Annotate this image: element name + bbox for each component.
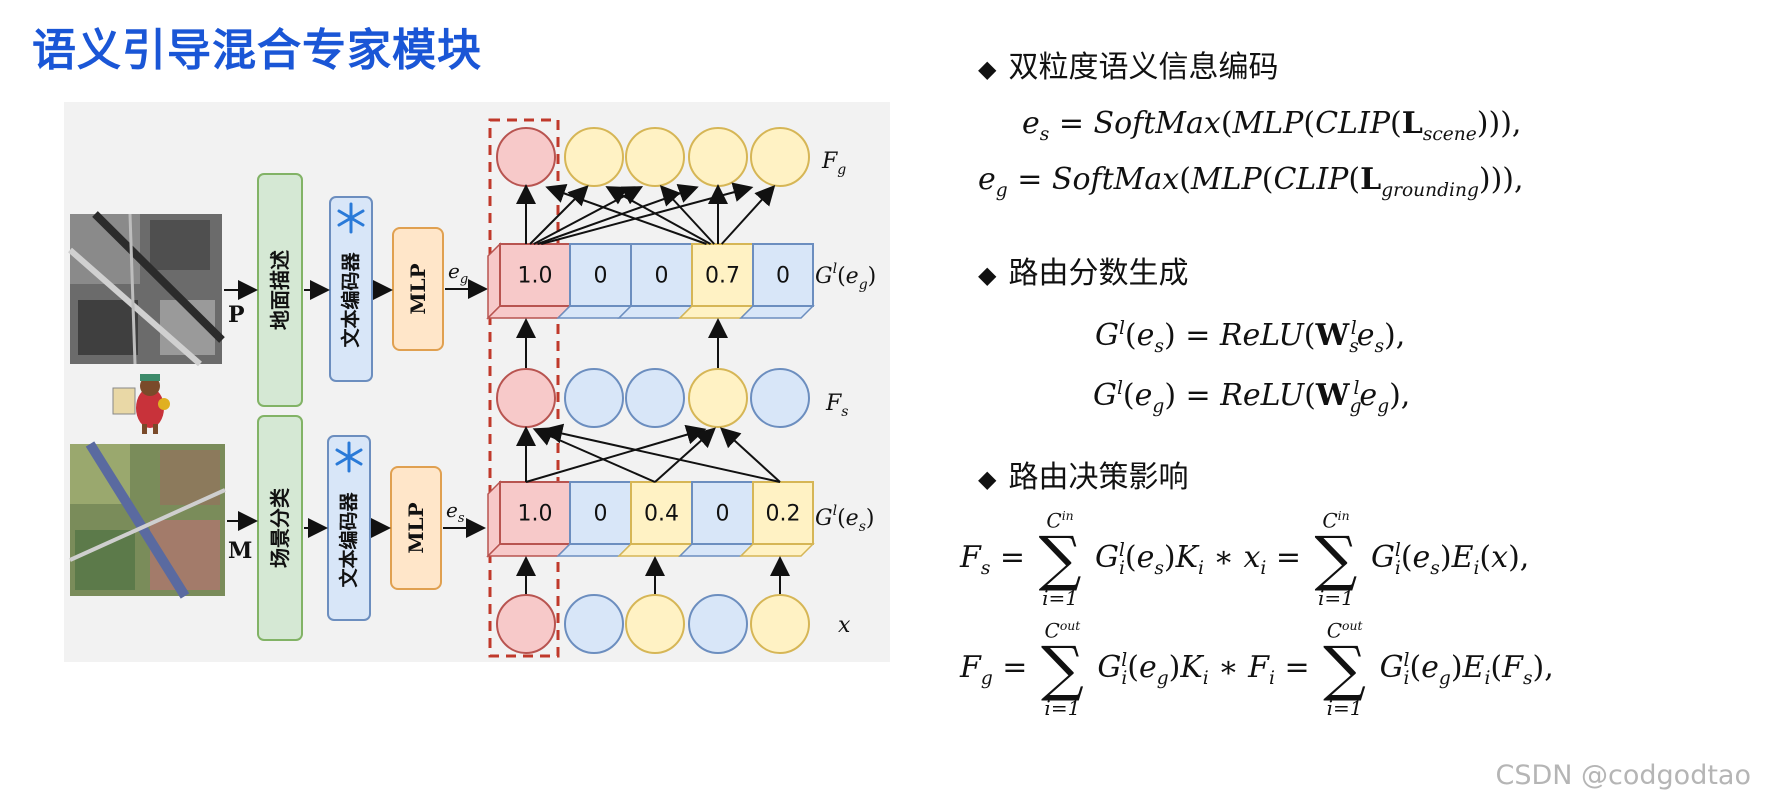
mlp-top-block (392, 227, 444, 351)
equation-es: es = SoftMax(MLP(CLIP(Lscene))), (1022, 106, 1522, 145)
text-encoder-top-label: 文本编码器 (339, 252, 362, 348)
expert-circle-x (688, 594, 748, 654)
expert-circle-fg (750, 127, 810, 187)
input-label-m: M (228, 538, 252, 564)
expert-circle-fg (688, 127, 748, 187)
expert-circle-fg (496, 127, 556, 187)
text-encoder-bottom-label: 文本编码器 (337, 492, 360, 588)
routing-arrows (516, 182, 790, 594)
equation-gs: Gl(es) = ReLU(Wsles), (1095, 318, 1406, 357)
gate-cell (569, 243, 632, 307)
routing-arrow (720, 185, 776, 245)
input-label-p: P (228, 302, 245, 328)
gate-cell-bottom-face (739, 543, 815, 557)
routing-arrow (545, 183, 707, 245)
expert-circle-fs (496, 368, 556, 428)
panchromatic-image (68, 211, 225, 367)
gate-cell-bottom-face (486, 305, 572, 319)
expert-circle-fs (625, 368, 685, 428)
gate-vector-top: 1.0 0 0 0.7 0 (486, 242, 815, 320)
gate-cell-bottom-face (486, 543, 572, 557)
expert-circle-x (496, 594, 556, 654)
expert-circle-x (625, 594, 685, 654)
section-heading-encoding: ◆双粒度语义信息编码 (978, 50, 1279, 85)
gate-cell (569, 481, 632, 545)
gate-cell-value: 0 (594, 264, 608, 289)
gate-cell-value: 0.4 (644, 502, 679, 527)
diamond-bullet-icon: ◆ (978, 55, 997, 83)
equation-gg: Gl(eg) = ReLU(Wgleg), (1093, 378, 1411, 417)
snowflake-icon (337, 202, 365, 234)
gate-cell-value: 0 (776, 264, 790, 289)
equation-fg: Fg = Cout∑i=1 Gil(eg)Ki ∗ Fi = Cout∑i=1 … (960, 618, 1554, 720)
row-label-x: x (838, 613, 851, 638)
routing-arrow (654, 427, 716, 483)
ground-description-label: 地面描述 (268, 250, 292, 330)
scene-classification-label: 场景分类 (268, 488, 292, 568)
expert-circle-fg (564, 127, 624, 187)
gate-cell (752, 481, 814, 545)
ground-description-block (257, 173, 303, 407)
routing-arrow (720, 427, 781, 483)
gate-cell-value: 0 (655, 264, 669, 289)
section-heading-routing-score: ◆路由分数生成 (978, 256, 1189, 291)
gate-vector-bottom: 1.0 0 0.4 0 0.2 (486, 480, 815, 558)
llama-mascot-icon (112, 374, 170, 434)
gate-cell-value: 1.0 (518, 502, 553, 527)
page-title: 语义引导混合专家模块 (32, 25, 482, 76)
gate-label-top: Gl(eg) (815, 261, 876, 293)
expert-circle-x (750, 594, 810, 654)
routing-arrow (542, 423, 781, 483)
flow-arrows-left (224, 279, 488, 538)
gate-cell-value: 0.2 (766, 502, 801, 527)
gate-cell-value: 1.0 (518, 264, 553, 289)
scene-classification-block (257, 415, 303, 641)
mlp-top-label: MLP (406, 263, 430, 314)
routing-arrow (605, 186, 712, 245)
equation-eg: eg = SoftMax(MLP(CLIP(Lgrounding))), (978, 162, 1524, 201)
snowflake-icon (335, 441, 363, 473)
gate-cell (752, 243, 814, 307)
mlp-bottom-block (390, 466, 442, 590)
text-encoder-bottom-block (327, 435, 371, 621)
gate-cell-bottom-face (739, 305, 815, 319)
text-encoder-top-block (329, 196, 373, 382)
diamond-bullet-icon: ◆ (978, 465, 997, 493)
gate-cell-value: 0.7 (705, 264, 740, 289)
diamond-bullet-icon: ◆ (978, 261, 997, 289)
expert-circle-x (564, 594, 624, 654)
expert-circle-fs (564, 368, 624, 428)
expert-circle-fs (750, 368, 810, 428)
gate-cell (691, 481, 754, 545)
gate-cell-value: 0 (716, 502, 730, 527)
expert-circles (496, 127, 810, 654)
section-heading-routing-impact: ◆路由决策影响 (978, 460, 1189, 495)
gate-cell-value: 0 (594, 502, 608, 527)
expert-circle-fg (625, 127, 685, 187)
routing-arrow (659, 185, 715, 245)
gate-label-bottom: Gl(es) (815, 503, 874, 535)
equation-fs: Fs = Cin∑i=1 Gil(es)Ki ∗ xi = Cin∑i=1 Gi… (960, 508, 1530, 610)
gate-cell (499, 243, 571, 307)
multispectral-image (69, 441, 226, 599)
selected-expert-box (488, 118, 560, 658)
expert-circle-fs (688, 368, 748, 428)
mlp-bottom-label: MLP (404, 502, 428, 553)
routing-arrow (525, 424, 707, 483)
watermark: CSDN @codgodtao (1495, 760, 1751, 791)
